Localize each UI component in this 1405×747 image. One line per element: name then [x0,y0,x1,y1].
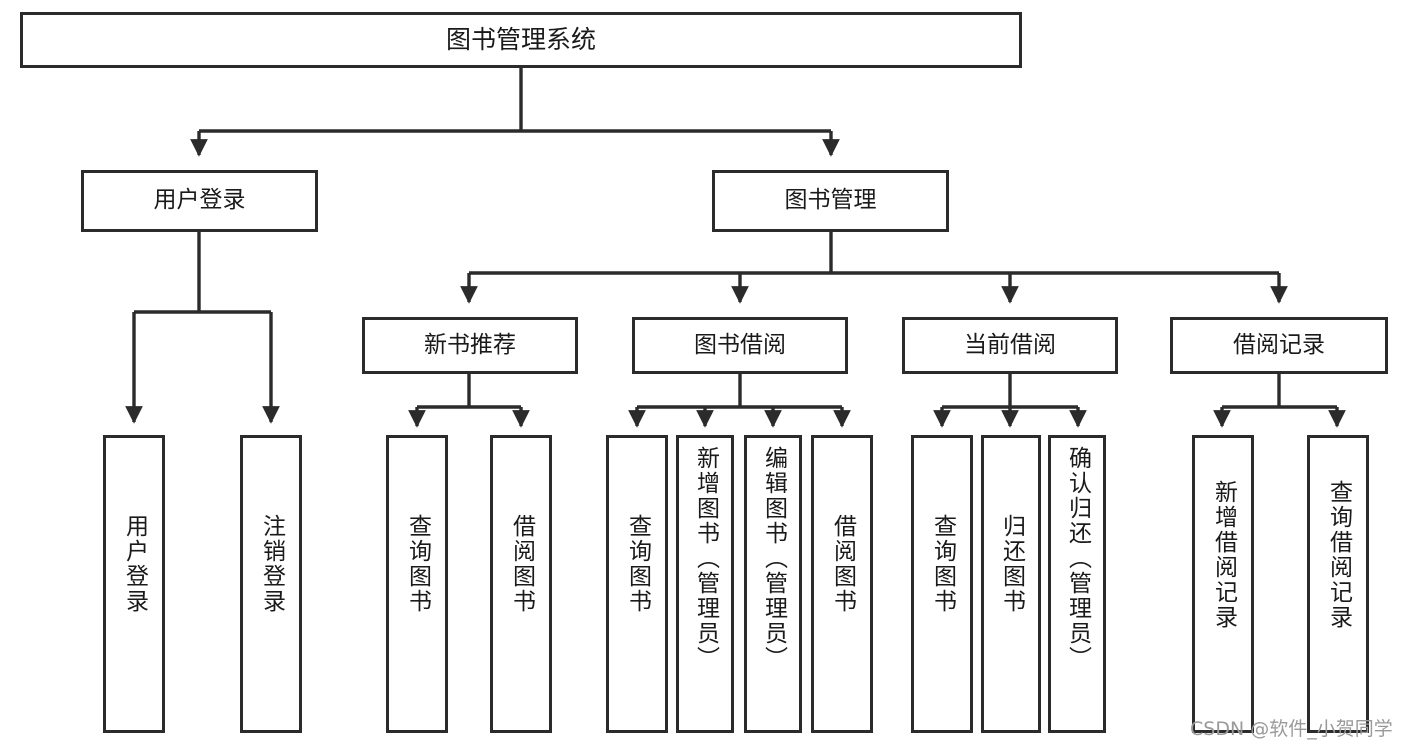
leaf-query-book-current[interactable]: 查询图书 [911,435,973,733]
node-label: 注销登录 [258,514,285,614]
node-new-book-recommend[interactable]: 新书推荐 [362,317,578,374]
node-label: 新增借阅记录 [1210,480,1237,630]
node-label: 归还图书 [998,514,1025,614]
leaf-add-book-admin[interactable]: 新增图书（管理员） [676,435,734,733]
node-label: 借阅记录 [1233,331,1325,358]
leaf-query-book-recommend[interactable]: 查询图书 [386,435,448,733]
node-user-login[interactable]: 用户登录 [81,170,318,232]
leaf-edit-book-admin[interactable]: 编辑图书（管理员） [744,435,802,733]
node-root-system[interactable]: 图书管理系统 [20,12,1022,68]
leaf-user-login[interactable]: 用户登录 [103,435,165,733]
node-label: 图书借阅 [694,331,786,358]
csdn-watermark: CSDN @软件_小贺同学 [1190,718,1393,740]
leaf-borrow-book[interactable]: 借阅图书 [811,435,873,733]
node-label: 查询图书 [929,514,956,614]
node-label: 借阅图书 [829,514,856,614]
node-current-borrow[interactable]: 当前借阅 [902,317,1118,374]
leaf-add-borrow-record[interactable]: 新增借阅记录 [1192,435,1254,733]
node-label: 新增图书（管理员） [692,446,719,671]
leaf-query-book-borrow[interactable]: 查询图书 [606,435,668,733]
node-label: 图书管理系统 [445,25,596,54]
node-borrow-record[interactable]: 借阅记录 [1170,317,1388,374]
node-label: 编辑图书（管理员） [760,446,787,671]
node-label: 查询借阅记录 [1325,480,1352,630]
leaf-logout[interactable]: 注销登录 [240,435,302,733]
node-label: 用户登录 [153,187,246,214]
node-book-borrow[interactable]: 图书借阅 [632,317,848,374]
node-label: 查询图书 [404,514,431,614]
node-label: 图书管理 [784,187,877,214]
node-label: 借阅图书 [508,514,535,614]
leaf-borrow-book-recommend[interactable]: 借阅图书 [490,435,552,733]
node-label: 查询图书 [624,514,651,614]
node-label: 确认归还（管理员） [1064,446,1091,671]
node-label: 新书推荐 [424,331,516,358]
node-book-management[interactable]: 图书管理 [712,170,949,232]
leaf-query-borrow-record[interactable]: 查询借阅记录 [1307,435,1369,733]
node-label: 用户登录 [121,514,148,614]
leaf-return-book[interactable]: 归还图书 [981,435,1041,733]
node-label: 当前借阅 [964,331,1056,358]
leaf-confirm-return-admin[interactable]: 确认归还（管理员） [1048,435,1106,733]
